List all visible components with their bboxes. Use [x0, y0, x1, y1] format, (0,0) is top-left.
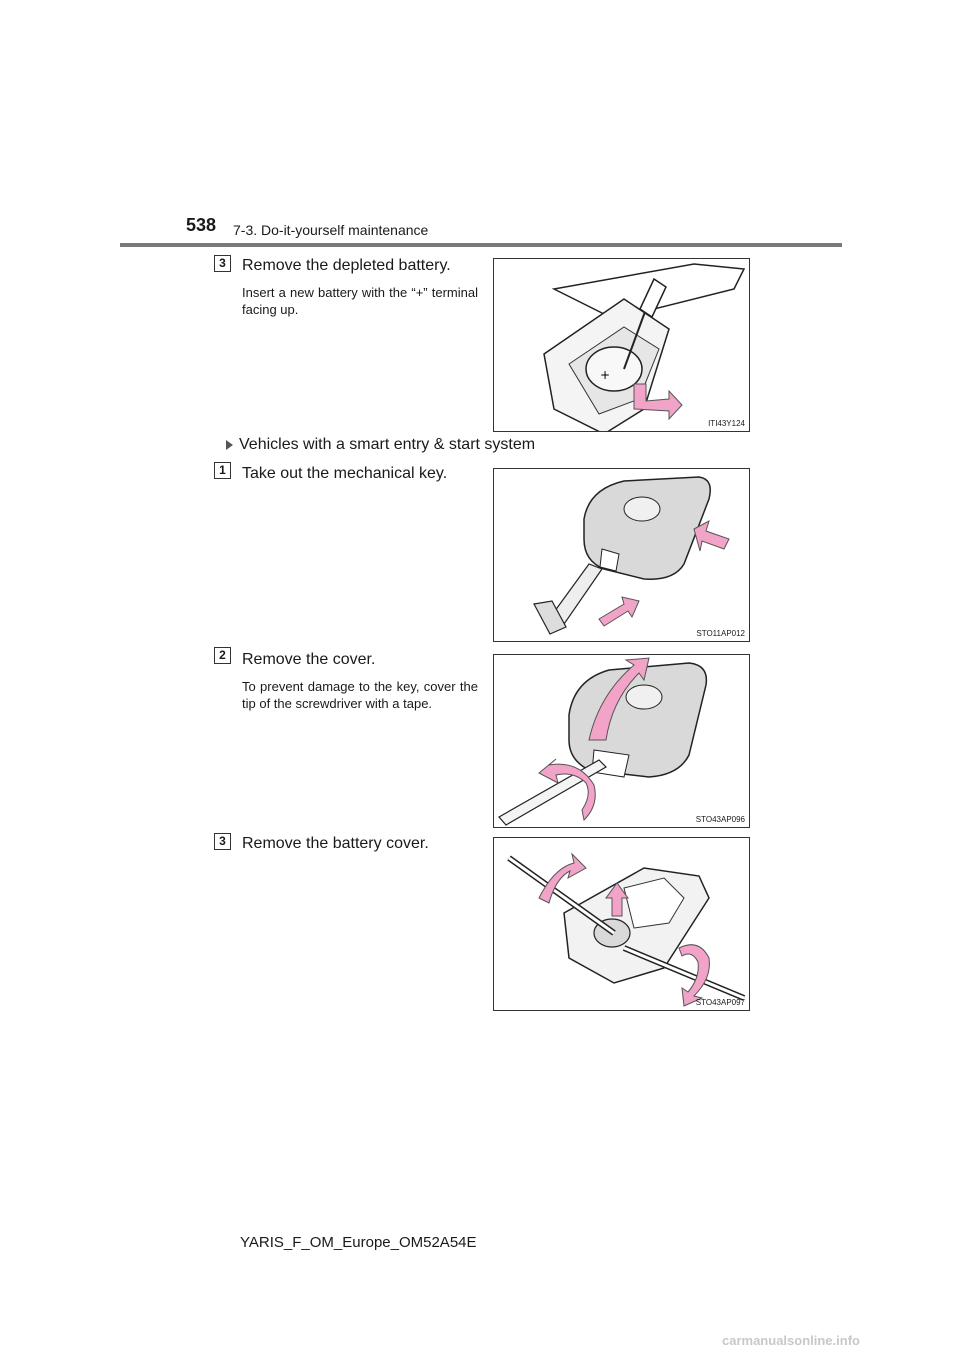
battery-removal-illustration: +	[543, 263, 746, 431]
step-number-box: 3	[214, 255, 231, 272]
step-number-box: 1	[214, 462, 231, 479]
figure-code: STO43AP096	[695, 815, 745, 824]
mechanical-key-illustration	[533, 476, 730, 635]
subheading-smart-entry: Vehicles with a smart entry & start syst…	[226, 436, 535, 454]
battery-plus-label: +	[600, 368, 610, 382]
figure-code: STO43AP097	[695, 998, 745, 1007]
figure-take-out-key: STO11AP012	[493, 468, 750, 642]
step-title: Remove the battery cover.	[242, 835, 429, 852]
step-title: Take out the mechanical key.	[242, 465, 448, 482]
step-note: Insert a new battery with the “+” termin…	[242, 285, 478, 317]
step-title: Remove the cover.	[242, 651, 376, 668]
triangle-bullet-icon	[226, 439, 233, 450]
figure-remove-battery-cover: STO43AP097	[493, 837, 750, 1011]
watermark: carmanualsonline.info	[722, 1333, 860, 1348]
step-note: To prevent damage to the key, cover the …	[242, 679, 478, 711]
page-number: 538	[186, 215, 217, 235]
cover-removal-illustration	[498, 657, 708, 826]
section-title: 7-3. Do-it-yourself maintenance	[233, 222, 429, 238]
header-rule	[120, 243, 842, 247]
document-code: YARIS_F_OM_Europe_OM52A54E	[240, 1234, 477, 1251]
figure-remove-cover: STO43AP096	[493, 654, 750, 828]
battery-cover-removal-illustration	[507, 852, 746, 1007]
step-title: Remove the depleted battery.	[242, 257, 451, 274]
figure-code: STO11AP012	[696, 629, 745, 638]
figure-code: ITI43Y124	[708, 419, 745, 428]
figure-remove-battery: + ITI43Y124	[493, 258, 750, 432]
step-number-box: 2	[214, 647, 231, 664]
step-number-box: 3	[214, 833, 231, 850]
